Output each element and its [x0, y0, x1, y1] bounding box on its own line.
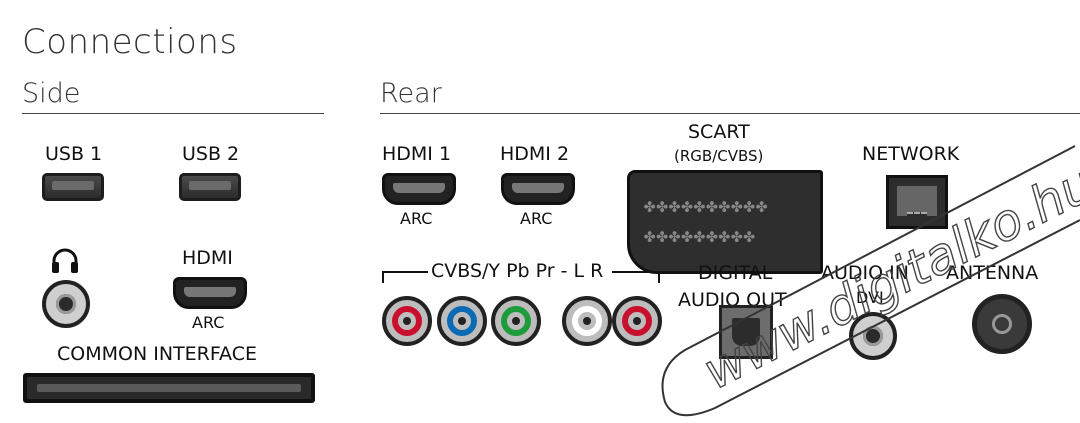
component-bracket-right	[612, 271, 660, 283]
side-divider	[22, 113, 324, 114]
audio-in-jack	[849, 312, 897, 360]
section-side-heading: Side	[22, 78, 81, 109]
rca-audio-left-jack	[562, 296, 612, 346]
scart-pins: ✤✤✤✤✤✤✤✤✤✤✤✤✤✤✤✤✤✤✤	[644, 195, 769, 247]
component-label: CVBS/Y Pb Pr - L R	[431, 260, 604, 282]
rca-audio-right-jack	[612, 296, 662, 346]
hdmi2-label: HDMI 2	[500, 143, 570, 165]
usb2-port	[179, 173, 241, 201]
rca-pb-jack	[437, 296, 487, 346]
audio-in-dvi-label: DVI	[856, 288, 884, 307]
optical-audio-port	[719, 305, 773, 359]
digital-audio-out-label-line1: DIGITAL	[698, 262, 773, 284]
page-title: Connections	[22, 22, 238, 62]
common-interface-slot	[23, 373, 315, 403]
common-interface-label: COMMON INTERFACE	[57, 343, 257, 365]
rca-y-jack	[382, 296, 432, 346]
component-bracket-left	[382, 271, 428, 283]
antenna-label: ANTENNA	[946, 262, 1039, 284]
side-hdmi-label: HDMI	[182, 247, 233, 269]
antenna-port	[972, 294, 1032, 354]
scart-sub-label: (RGB/CVBS)	[674, 147, 764, 165]
hdmi2-port	[501, 173, 575, 205]
side-hdmi-arc-label: ARC	[192, 313, 225, 332]
hdmi1-port	[382, 173, 456, 205]
usb1-label: USB 1	[45, 143, 103, 165]
headphone-jack	[42, 280, 90, 328]
scart-port: ✤✤✤✤✤✤✤✤✤✤✤✤✤✤✤✤✤✤✤	[627, 170, 823, 274]
rca-pr-jack	[491, 296, 541, 346]
scart-label: SCART	[688, 121, 750, 143]
hdmi1-label: HDMI 1	[382, 143, 452, 165]
network-label: NETWORK	[862, 143, 960, 165]
rear-divider	[380, 113, 1080, 114]
usb1-port	[42, 173, 104, 201]
watermark: www.digitalko.hu	[655, 140, 1080, 423]
usb2-label: USB 2	[182, 143, 240, 165]
network-port	[886, 175, 948, 229]
side-hdmi-port	[173, 277, 247, 309]
hdmi2-arc-label: ARC	[520, 209, 553, 228]
headphone-icon	[50, 248, 80, 274]
watermark-text: www.digitalko.hu	[694, 154, 1080, 401]
section-rear-heading: Rear	[380, 78, 442, 109]
hdmi1-arc-label: ARC	[400, 209, 433, 228]
